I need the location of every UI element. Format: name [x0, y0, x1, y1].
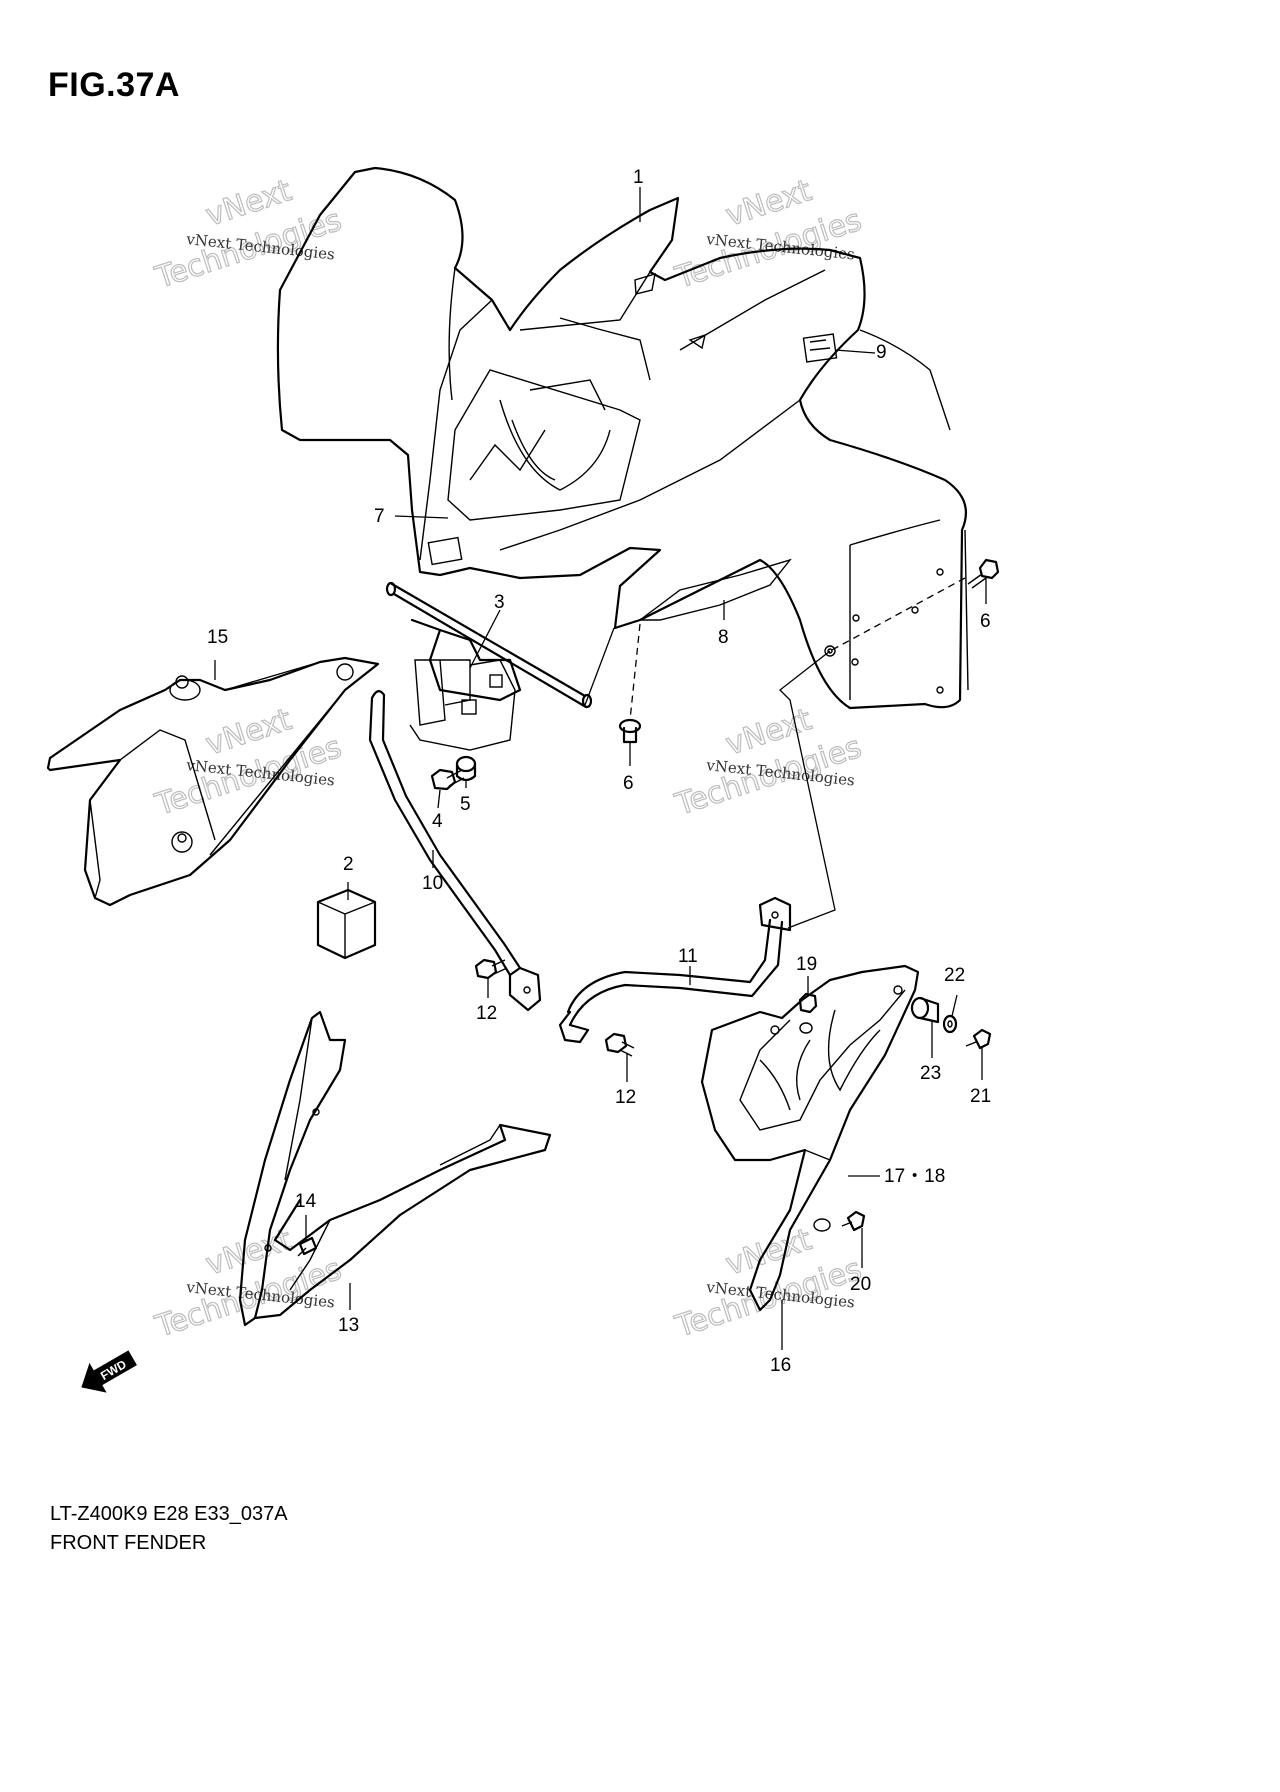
- part-bolt-6-center: [618, 718, 642, 744]
- callout-6-right: 6: [980, 611, 991, 632]
- callout-14: 14: [295, 1191, 317, 1212]
- callout-22: 22: [944, 965, 965, 986]
- callout-5: 5: [460, 794, 471, 815]
- callout-10: 10: [422, 873, 443, 894]
- callout-3: 3: [494, 592, 505, 613]
- part-stay-right: [558, 896, 792, 1044]
- callout-11: 11: [678, 946, 698, 967]
- part-bracket-rod: [385, 581, 593, 751]
- callout-1: 1: [633, 167, 644, 188]
- callout-20: 20: [850, 1274, 871, 1295]
- callout-9: 9: [876, 342, 887, 363]
- leader-lines: [214, 187, 987, 1350]
- part-lower-guard: [238, 1010, 552, 1327]
- callout-13: 13: [338, 1315, 359, 1336]
- callout-7: 7: [374, 506, 385, 527]
- part-nut-19: [798, 992, 818, 1014]
- callout-6-center: 6: [623, 773, 634, 794]
- callouts: 1 2 3 4 5 6 6 7 8 9 10 11 12 12 13 14 15…: [207, 167, 991, 1376]
- part-screw-21: [965, 1028, 992, 1050]
- part-stay-left: [368, 690, 542, 1012]
- watermark-top-right: vNext Technologies vNext Technologies: [670, 173, 866, 297]
- callout-16: 16: [770, 1355, 791, 1376]
- callout-12-right: 12: [615, 1087, 636, 1108]
- part-grommet-23: [910, 996, 940, 1024]
- part-screw-20: [841, 1210, 866, 1232]
- figure-title: FIG.37A: [48, 66, 180, 104]
- callout-15: 15: [207, 627, 228, 648]
- figure-model-code: LT-Z400K9 E28 E33_037A: [50, 1503, 288, 1525]
- part-left-side-cover: [46, 656, 380, 907]
- part-block: [316, 888, 377, 960]
- figure-name: FRONT FENDER: [50, 1532, 207, 1554]
- watermark-bottom-right: vNext Technologies vNext Technologies: [670, 1222, 866, 1346]
- callout-4: 4: [432, 811, 443, 832]
- part-washer-22: [942, 1014, 958, 1034]
- watermark-mid-right: vNext Technologies vNext Technologies: [670, 702, 866, 824]
- part-bolt-12-left: [474, 958, 508, 980]
- part-bolt-4: [430, 768, 465, 791]
- part-screw-14: [297, 1236, 318, 1257]
- watermark-bottom-left: vNext Technologies vNext Technologies: [150, 1222, 346, 1346]
- callout-23: 23: [920, 1063, 941, 1084]
- watermark-mid-left: vNext Technologies vNext Technologies: [150, 702, 346, 824]
- callout-2: 2: [343, 854, 354, 875]
- watermark-top-left: vNext Technologies vNext Technologies: [150, 173, 346, 297]
- callout-17-18: 17・18: [884, 1166, 945, 1187]
- callout-8: 8: [718, 627, 729, 648]
- callout-21: 21: [970, 1086, 991, 1107]
- part-bolt-6-right: [967, 558, 1000, 589]
- fwd-arrow: FWD: [81, 1350, 137, 1393]
- callout-19: 19: [796, 954, 817, 975]
- callout-12-left: 12: [476, 1003, 497, 1024]
- part-collar-5: [455, 755, 477, 782]
- part-right-side-cover: [700, 964, 920, 1312]
- part-front-fender: [276, 166, 969, 710]
- part-bolt-12-right: [604, 1032, 635, 1057]
